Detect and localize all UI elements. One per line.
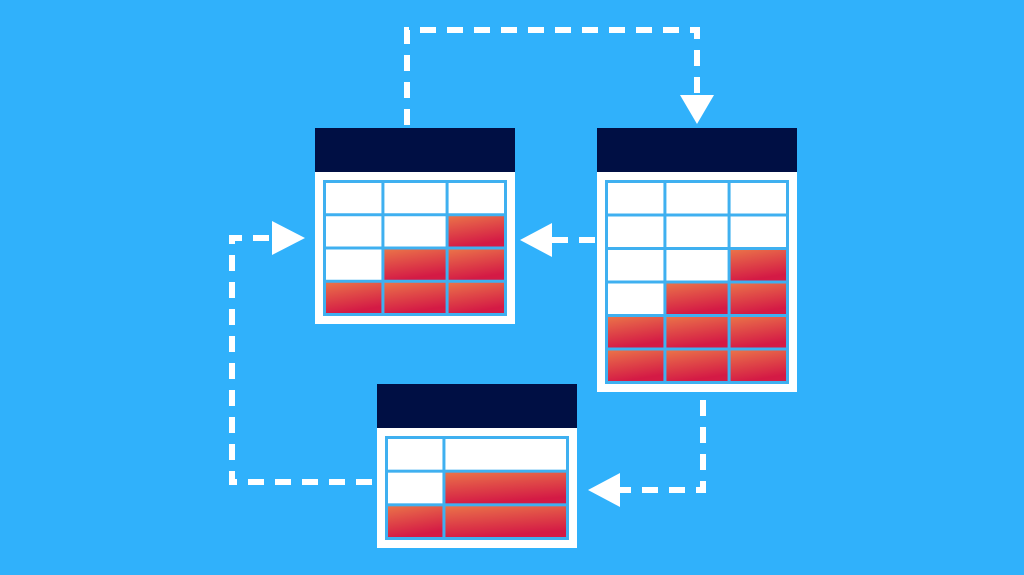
table-cell [608, 216, 664, 247]
table-cell [388, 472, 443, 504]
table-cell-filled [608, 317, 664, 348]
table-cell [326, 183, 382, 214]
table-cell-filled [730, 350, 786, 381]
table-cell [608, 183, 664, 214]
table-cell [448, 183, 504, 214]
table-cell-filled [326, 282, 382, 313]
flow-arrow-table-b-to-table-c [588, 400, 706, 507]
table-cell [384, 216, 446, 247]
flow-arrow-table-a-to-table-b [404, 27, 714, 125]
table-cell [445, 439, 566, 470]
table-cell-filled [384, 249, 446, 280]
table-cell-filled [666, 350, 728, 381]
table-header [315, 128, 515, 172]
table-cell-filled [388, 506, 443, 537]
flow-arrow-table-b-to-table-a [520, 223, 595, 257]
table-cell-filled [666, 283, 728, 314]
table-header [597, 128, 797, 172]
table-a [315, 128, 515, 324]
table-cell-filled [384, 282, 446, 313]
table-cell-filled [608, 350, 664, 381]
table-cell [730, 183, 786, 214]
table-cell-filled [445, 472, 566, 504]
table-cell [384, 183, 446, 214]
table-c [377, 384, 577, 548]
dashed-connector [229, 235, 372, 485]
table-cell-filled [448, 249, 504, 280]
table-b [597, 128, 797, 392]
table-cell [666, 183, 728, 214]
table-cell [730, 216, 786, 247]
table-cell [666, 250, 728, 281]
table-cell-filled [445, 506, 566, 537]
table-cell-filled [730, 283, 786, 314]
table-cell-filled [448, 282, 504, 313]
table-cell-filled [448, 216, 504, 247]
table-cell [326, 249, 382, 280]
table-cell-filled [730, 250, 786, 281]
table-cell [608, 283, 664, 314]
flow-arrow-table-c-to-table-a [229, 221, 372, 485]
table-cell [666, 216, 728, 247]
table-cell-filled [666, 317, 728, 348]
table-header [377, 384, 577, 428]
dashed-connector [404, 27, 700, 125]
arrowhead-icon [272, 221, 305, 255]
arrowhead-icon [520, 223, 552, 257]
arrowhead-icon [588, 473, 620, 507]
table-grid [605, 180, 789, 384]
dashed-connector [620, 400, 706, 493]
table-cell-filled [730, 317, 786, 348]
arrowhead-icon [680, 95, 714, 124]
table-cell [608, 250, 664, 281]
table-cell [326, 216, 382, 247]
table-cell [388, 439, 443, 470]
